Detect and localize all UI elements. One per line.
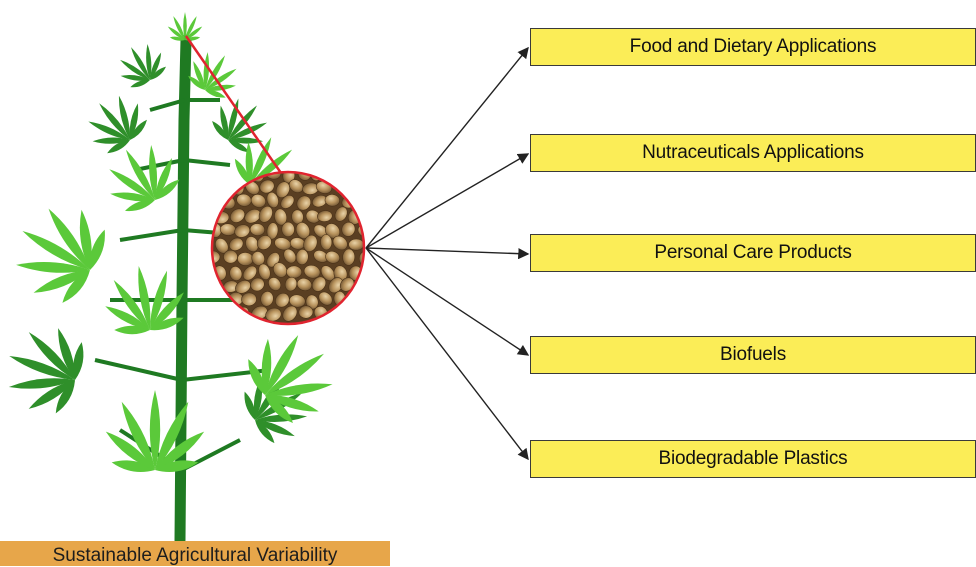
application-box-biofuels: Biofuels (530, 336, 976, 374)
seed (223, 250, 237, 263)
application-box-bioplastics: Biodegradable Plastics (530, 440, 976, 478)
seed (346, 183, 363, 196)
seed (354, 304, 373, 323)
seed (360, 180, 380, 198)
plant-branch (135, 160, 184, 170)
arrow-1 (366, 154, 528, 248)
seed (337, 302, 358, 322)
leaf (109, 35, 172, 95)
arrow-4 (366, 248, 528, 459)
application-box-personal-care: Personal Care Products (530, 234, 976, 272)
footer-banner: Sustainable Agricultural Variability (0, 541, 390, 566)
arrow-3 (366, 248, 528, 355)
plant-branch (95, 360, 182, 380)
banner-label: Sustainable Agricultural Variability (53, 545, 338, 567)
seed (210, 177, 228, 196)
seed (204, 196, 221, 210)
plant-branch (184, 160, 230, 165)
leaf (167, 12, 204, 42)
seed (342, 165, 358, 183)
leaf (0, 313, 95, 425)
seed (222, 307, 237, 323)
leaf (93, 131, 190, 222)
plant-branch (120, 230, 183, 240)
application-box-nutraceuticals: Nutraceuticals Applications (530, 134, 976, 172)
seed (207, 166, 221, 182)
seed (355, 192, 374, 211)
application-label: Nutraceuticals Applications (642, 142, 864, 164)
seed (204, 305, 221, 325)
seed (363, 209, 378, 226)
seed (365, 263, 379, 280)
seed (363, 290, 375, 306)
leaf (0, 187, 120, 317)
leaf (103, 390, 208, 475)
connector-arrows (366, 48, 528, 459)
application-box-food: Food and Dietary Applications (530, 28, 976, 66)
application-label: Food and Dietary Applications (630, 36, 877, 58)
application-label: Biofuels (720, 344, 786, 366)
seed (349, 239, 364, 250)
application-label: Personal Care Products (654, 242, 851, 264)
arrow-0 (366, 48, 528, 248)
application-label: Biodegradable Plastics (659, 448, 848, 470)
seed (358, 167, 372, 183)
arrow-2 (366, 248, 528, 254)
seed (324, 164, 343, 183)
leaf (75, 83, 156, 163)
seed (282, 222, 295, 237)
